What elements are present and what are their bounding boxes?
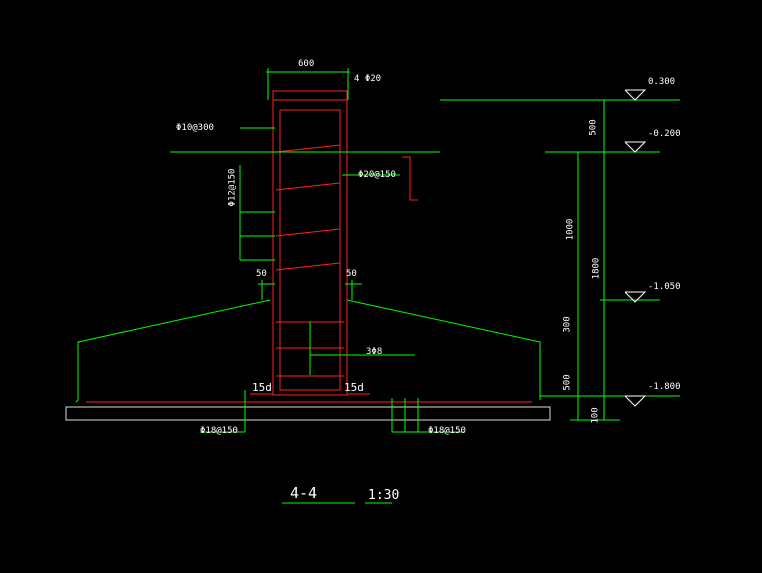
rebar-lower-note: 3Φ8 <box>366 347 383 357</box>
elevation-2: -0.200 <box>648 129 681 139</box>
rebar-vertical-bars: Φ12@150 <box>227 168 238 207</box>
dim-col-width: 600 <box>298 59 315 69</box>
dim-lower-h2: 500 <box>562 374 573 391</box>
anchor-right: 15d <box>344 381 364 394</box>
dimension-lines <box>170 68 680 504</box>
dim-total-h: 1800 <box>591 257 602 280</box>
footing-rebar <box>86 393 532 403</box>
dim-left-offset: 50 <box>256 269 267 279</box>
rebar-top-bars: 4 Φ20 <box>354 74 382 84</box>
dim-top-h: 500 <box>588 119 599 136</box>
elevation-1: 0.300 <box>648 77 676 87</box>
footing-outline <box>75 299 541 403</box>
column-outline <box>272 90 348 396</box>
rebar-side-bars: Φ20@150 <box>358 170 396 180</box>
dim-base-h: 100 <box>590 407 601 424</box>
elevation-markers <box>624 89 647 407</box>
base-slab <box>65 406 551 421</box>
rebar-stirrup-note: Φ10@300 <box>176 123 214 133</box>
elevation-4: -1.800 <box>648 382 681 392</box>
section-title: 4-4 <box>290 484 318 502</box>
anchor-left: 15d <box>252 381 272 394</box>
elevation-3: -1.050 <box>648 282 681 292</box>
dim-right-offset: 50 <box>346 269 357 279</box>
break-mark <box>402 156 418 201</box>
dim-lower-h1: 300 <box>562 316 573 333</box>
section-scale: 1:30 <box>368 488 400 503</box>
rebar-footing-right: Φ18@150 <box>428 426 466 436</box>
dim-mid-h: 1000 <box>565 218 576 241</box>
rebar-footing-left: Φ18@150 <box>200 426 238 436</box>
